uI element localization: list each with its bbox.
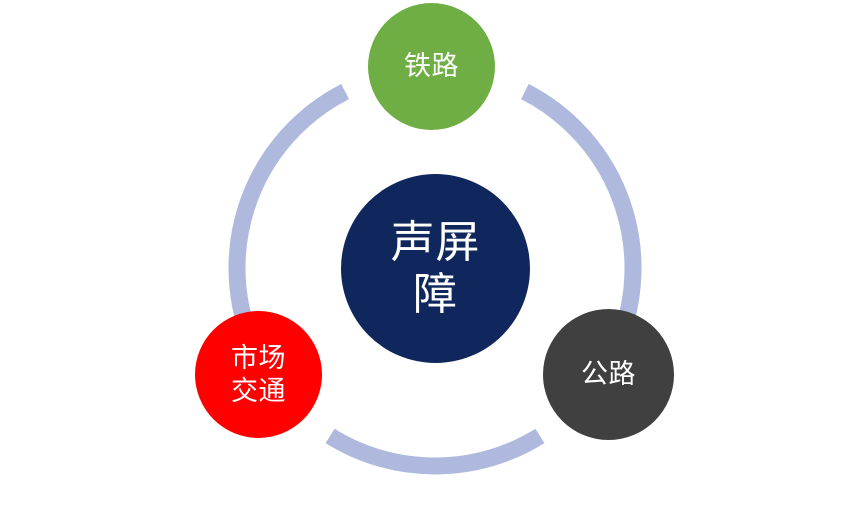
node-railway[interactable]: 铁路 (368, 3, 495, 130)
node-highway[interactable]: 公路 (543, 309, 674, 440)
center-node-label: 声屏 障 (390, 217, 481, 319)
node-railway-label: 铁路 (403, 51, 460, 82)
node-market-traffic[interactable]: 市场 交通 (195, 311, 322, 438)
center-node-sound-barrier[interactable]: 声屏 障 (341, 174, 530, 363)
node-highway-label: 公路 (580, 359, 637, 390)
ring-arc-highway-to-market (325, 428, 545, 475)
node-market-traffic-label: 市场 交通 (230, 343, 287, 406)
